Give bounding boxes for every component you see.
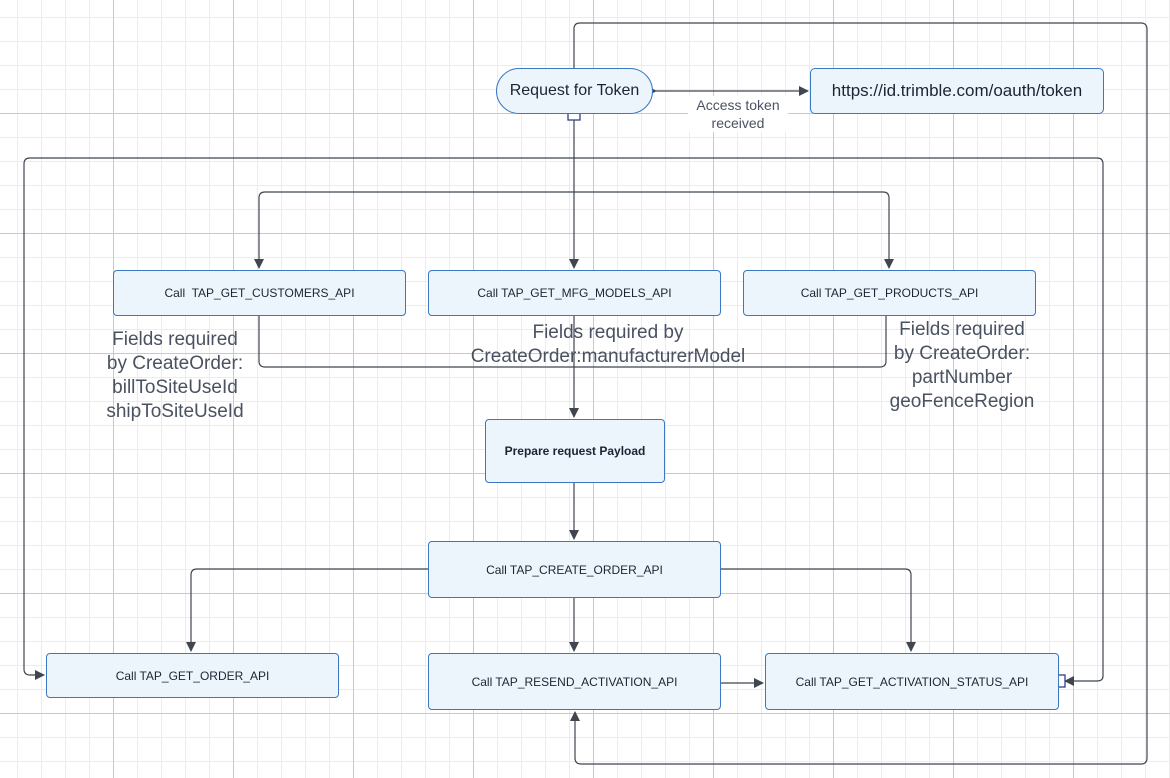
edge-token-get-products [574, 191, 894, 269]
edge-products-merge [574, 316, 887, 368]
edge-token-loop-activation-status [570, 22, 1148, 765]
get-mfg-models-node[interactable]: Call TAP_GET_MFG_MODELS_API [428, 270, 721, 316]
edge-token-get-order [23, 157, 574, 680]
get-customers-node[interactable]: Call TAP_GET_CUSTOMERS_API [113, 270, 406, 316]
prepare-payload-node[interactable]: Prepare request Payload [485, 419, 665, 483]
edge-create-activation-status [720, 568, 916, 652]
edge-token-get-customers [254, 191, 574, 269]
create-order-node[interactable]: Call TAP_CREATE_ORDER_API [428, 541, 721, 598]
access-token-label: Access token received [688, 96, 788, 132]
get-activation-status-node[interactable]: Call TAP_GET_ACTIVATION_STATUS_API [765, 653, 1059, 710]
edge-create-get-order [186, 568, 428, 652]
products-fields-note: Fields required by CreateOrder: partNumb… [889, 319, 1035, 412]
edge-customers-merge [258, 316, 574, 368]
get-order-node[interactable]: Call TAP_GET_ORDER_API [46, 653, 339, 698]
mfg-fields-note: Fields required by CreateOrder:manufactu… [470, 322, 746, 367]
request-token-node[interactable]: Request for Token [496, 68, 653, 114]
customers-fields-note: Fields required by CreateOrder: billToSi… [106, 329, 244, 422]
token-url-node[interactable]: https://id.trimble.com/oauth/token [810, 68, 1104, 114]
get-products-node[interactable]: Call TAP_GET_PRODUCTS_API [743, 270, 1036, 316]
edge-token-activation-status-right [574, 157, 1104, 686]
resend-activation-node[interactable]: Call TAP_RESEND_ACTIVATION_API [428, 653, 721, 710]
